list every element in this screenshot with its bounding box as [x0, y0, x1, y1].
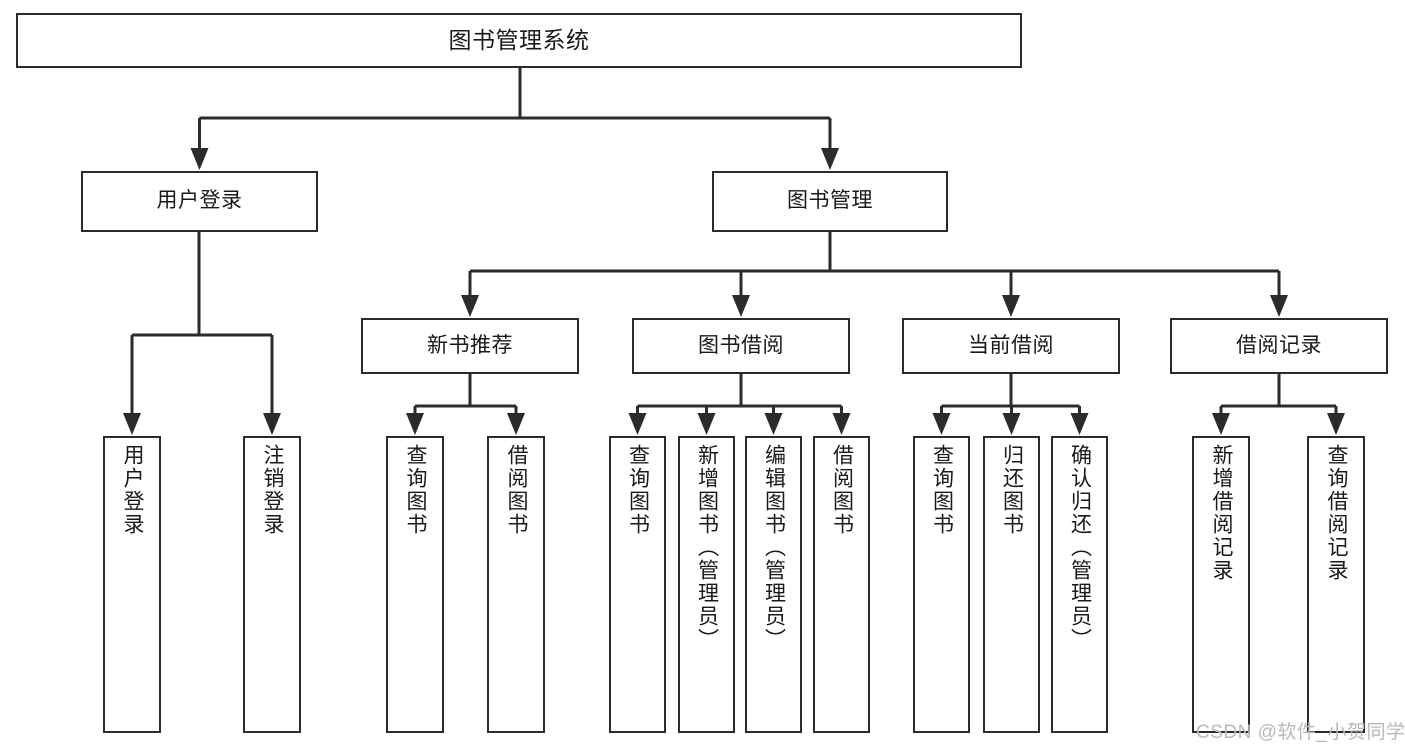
- connector-arrowhead: [1002, 413, 1021, 435]
- node-root: 图书管理系统: [16, 13, 1022, 68]
- node-label: 查询图书: [930, 444, 954, 536]
- connector-arrowhead: [628, 413, 647, 435]
- node-label: 借阅图书: [505, 444, 529, 536]
- node-l2: 注销登录: [243, 436, 301, 733]
- node-c3: 确认归还（管理员）: [1051, 436, 1108, 733]
- node-b3: 编辑图书（管理员）: [745, 436, 802, 733]
- node-borrow: 图书借阅: [632, 318, 850, 374]
- node-label: 查询图书: [626, 444, 650, 536]
- node-b2: 新增图书（管理员）: [678, 436, 735, 733]
- node-label: 当前借阅: [968, 333, 1054, 357]
- node-r1: 新增借阅记录: [1192, 436, 1250, 733]
- node-label: 编辑图书（管理员）: [762, 444, 786, 651]
- node-c1: 查询图书: [913, 436, 970, 733]
- node-b4: 借阅图书: [813, 436, 870, 733]
- connector-arrowhead: [1070, 413, 1089, 435]
- node-login: 用户登录: [81, 171, 318, 232]
- node-label: 借阅记录: [1236, 333, 1322, 357]
- connector-arrowhead: [1212, 413, 1230, 435]
- connector-arrowhead: [932, 413, 951, 435]
- connector-arrowhead: [732, 295, 750, 317]
- node-n2: 借阅图书: [487, 436, 545, 733]
- connector-arrowhead: [263, 413, 281, 435]
- connector-arrowhead: [123, 413, 141, 435]
- node-label: 新书推荐: [427, 333, 513, 357]
- node-current: 当前借阅: [902, 318, 1120, 374]
- connector-arrowhead: [507, 413, 525, 435]
- node-label: 新增借阅记录: [1210, 444, 1234, 582]
- node-label: 确认归还（管理员）: [1068, 444, 1092, 651]
- connector-arrowhead: [461, 295, 479, 317]
- node-label: 新增图书（管理员）: [695, 444, 719, 651]
- connector-arrowhead: [821, 148, 839, 170]
- connector-arrowhead: [764, 413, 783, 435]
- node-n1: 查询图书: [386, 436, 444, 733]
- node-label: 注销登录: [261, 444, 285, 536]
- node-b1: 查询图书: [609, 436, 666, 733]
- connector-arrowhead: [1002, 295, 1020, 317]
- node-r2: 查询借阅记录: [1307, 436, 1365, 733]
- node-label: 查询图书: [404, 444, 428, 536]
- connector-arrowhead: [832, 413, 851, 435]
- node-bookmgmt: 图书管理: [712, 171, 948, 232]
- node-c2: 归还图书: [983, 436, 1040, 733]
- node-label: 图书管理: [787, 189, 873, 213]
- connector-arrowhead: [1327, 413, 1345, 435]
- node-label: 借阅图书: [830, 444, 854, 536]
- node-label: 用户登录: [156, 189, 243, 213]
- node-label: 归还图书: [1000, 444, 1024, 536]
- connector-arrowhead: [697, 413, 716, 435]
- node-l1: 用户登录: [103, 436, 161, 733]
- node-records: 借阅记录: [1170, 318, 1388, 374]
- node-label: 用户登录: [121, 444, 145, 536]
- connector-arrowhead: [190, 148, 209, 170]
- node-label: 图书管理系统: [448, 27, 590, 54]
- watermark: CSDN @软件_小贺同学: [1196, 722, 1405, 743]
- node-label: 查询借阅记录: [1325, 444, 1349, 582]
- node-newrec: 新书推荐: [361, 318, 579, 374]
- connector-arrowhead: [1270, 295, 1288, 317]
- connector-arrowhead: [406, 413, 424, 435]
- node-label: 图书借阅: [698, 333, 784, 357]
